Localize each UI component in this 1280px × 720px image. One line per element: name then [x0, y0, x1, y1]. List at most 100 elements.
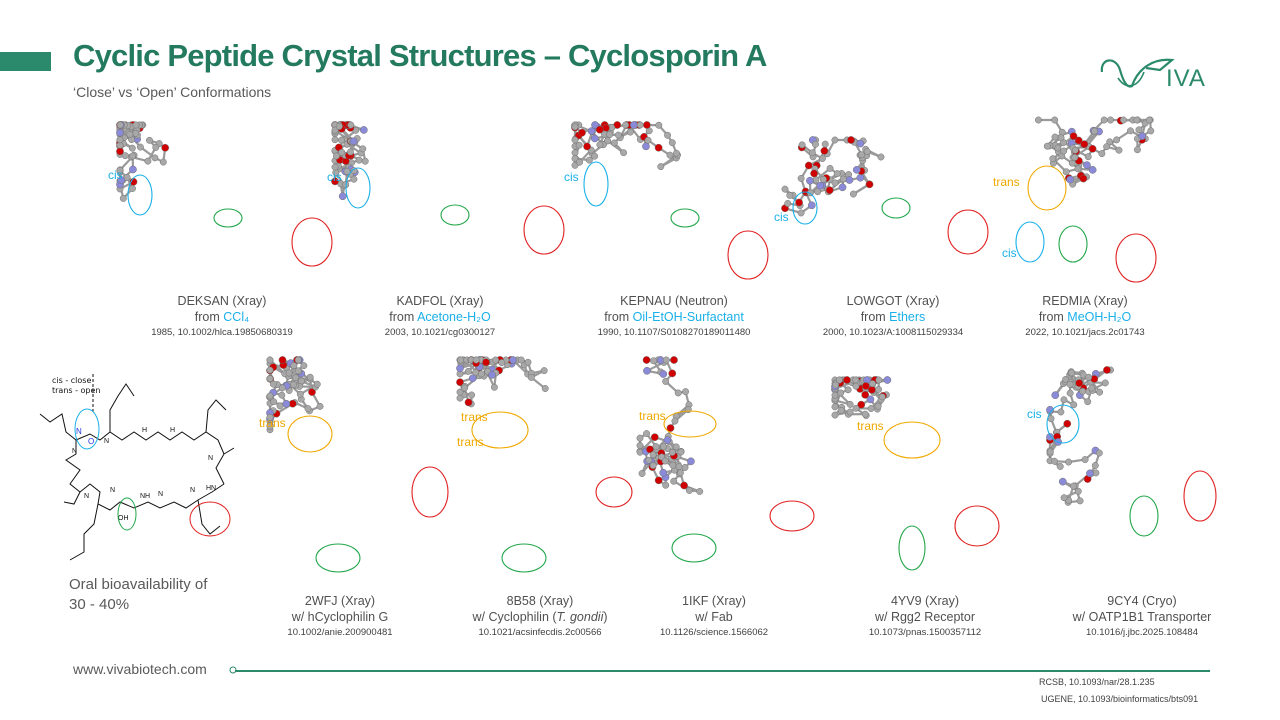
carbon-atom: [575, 141, 583, 149]
highlight-ellipse: [663, 410, 717, 438]
highlight-ellipse: [670, 208, 700, 228]
carbon-atom: [666, 151, 674, 159]
carbon-atom: [456, 388, 464, 396]
carbon-atom: [1066, 389, 1074, 397]
carbon-atom: [852, 376, 860, 384]
nitrogen-atom: [456, 364, 464, 373]
carbon-atom: [606, 131, 614, 139]
nitrogen-atom: [488, 371, 496, 379]
carbon-atom: [861, 410, 869, 418]
highlight-ellipse: [1058, 225, 1088, 263]
highlight-ellipse: [595, 476, 633, 508]
carbon-atom: [664, 131, 672, 139]
carbon-atom: [1103, 143, 1111, 151]
carbon-atom: [461, 384, 469, 392]
carbon-atom: [492, 356, 500, 364]
carbon-atom: [1068, 159, 1076, 167]
carbon-atom: [826, 164, 834, 172]
structure-caption: KADFOL (Xray) from Acetone-H₂O 2003, 10.…: [320, 293, 560, 341]
carbon-atom: [1120, 116, 1127, 124]
highlight-ellipse: [1129, 495, 1159, 537]
carbon-atom: [669, 461, 677, 469]
carbon-atom: [292, 374, 300, 382]
carbon-atom: [121, 152, 129, 160]
carbon-atom: [144, 157, 152, 165]
accent-bar: [0, 52, 51, 71]
nitrogen-atom: [883, 376, 892, 384]
carbon-atom: [1133, 116, 1141, 124]
oral-line-1: Oral bioavailability of: [69, 576, 208, 593]
legend-cis: cis - close: [52, 376, 92, 385]
carbon-atom: [636, 442, 644, 449]
carbon-atom: [524, 358, 532, 366]
carbon-atom: [622, 121, 630, 129]
carbon-atom: [784, 200, 792, 207]
trans-label: trans: [259, 416, 286, 430]
website-link[interactable]: www.vivabiotech.com: [73, 661, 207, 677]
carbon-atom: [831, 403, 839, 411]
carbon-atom: [128, 144, 136, 152]
carbon-atom: [350, 167, 358, 175]
highlight-ellipse: [583, 161, 609, 207]
carbon-atom: [266, 366, 274, 374]
oxygen-atom: [1103, 366, 1111, 374]
carbon-atom: [116, 121, 124, 129]
carbon-atom: [350, 175, 358, 183]
reference: 1990, 10.1107/S0108270189011480: [597, 327, 751, 338]
carbon-atom: [457, 356, 465, 364]
carbon-atom: [490, 383, 498, 391]
carbon-atom: [869, 380, 877, 388]
binding-partner: w/ Rgg2 Receptor: [874, 610, 976, 624]
carbon-atom: [1147, 127, 1155, 135]
carbon-atom: [874, 402, 882, 410]
carbon-atom: [681, 464, 689, 471]
carbon-atom: [797, 174, 805, 182]
highlight-ellipse: [315, 543, 361, 573]
footer-ref: UGENE, 10.1093/bioinformatics/bts091: [1041, 694, 1199, 704]
carbon-atom: [116, 166, 124, 174]
nitrogen-atom: [687, 457, 695, 466]
carbon-atom: [1074, 487, 1082, 495]
carbon-atom: [808, 149, 816, 157]
nitrogen-atom: [591, 121, 599, 129]
footer-divider: [235, 670, 1210, 672]
carbon-atom: [1100, 116, 1108, 124]
carbon-atom: [571, 149, 579, 157]
oxygen-atom: [1088, 144, 1097, 153]
carbon-atom: [671, 417, 679, 425]
from-label: from: [604, 310, 633, 324]
carbon-atom: [852, 382, 860, 390]
carbon-atom: [867, 405, 875, 412]
highlight-ellipse: [792, 191, 818, 225]
carbon-atom: [571, 123, 579, 131]
carbon-atom: [614, 131, 622, 139]
carbon-atom: [1145, 116, 1153, 124]
carbon-atom: [1076, 497, 1084, 505]
nitrogen-atom: [629, 121, 638, 129]
carbon-atom: [338, 148, 346, 156]
structure-name: 4YV9 (Xray): [890, 594, 960, 608]
oxygen-atom: [643, 121, 651, 129]
carbon-atom: [541, 385, 549, 392]
oxygen-atom: [278, 356, 287, 364]
carbon-atom: [472, 356, 480, 364]
carbon-atom: [278, 391, 286, 399]
oxygen-atom: [646, 445, 654, 454]
trans-label: trans: [993, 175, 1020, 189]
legend-trans: trans - open: [52, 386, 101, 395]
carbon-atom: [270, 398, 278, 406]
oxygen-atom: [862, 382, 870, 390]
carbon-atom: [335, 122, 343, 130]
nitrogen-atom: [359, 126, 368, 134]
oxygen-atom: [654, 476, 663, 485]
carbon-atom: [781, 185, 789, 193]
oxygen-atom: [820, 147, 829, 155]
structure-name: KADFOL (Xray): [396, 294, 484, 308]
carbon-atom: [290, 381, 297, 389]
oxygen-atom: [331, 177, 339, 186]
carbon-atom: [844, 386, 852, 394]
structure-name: 8B58 (Xray): [506, 594, 574, 608]
binding-partner: w/ hCyclophilin G: [291, 610, 389, 624]
from-label: from: [1038, 310, 1068, 324]
